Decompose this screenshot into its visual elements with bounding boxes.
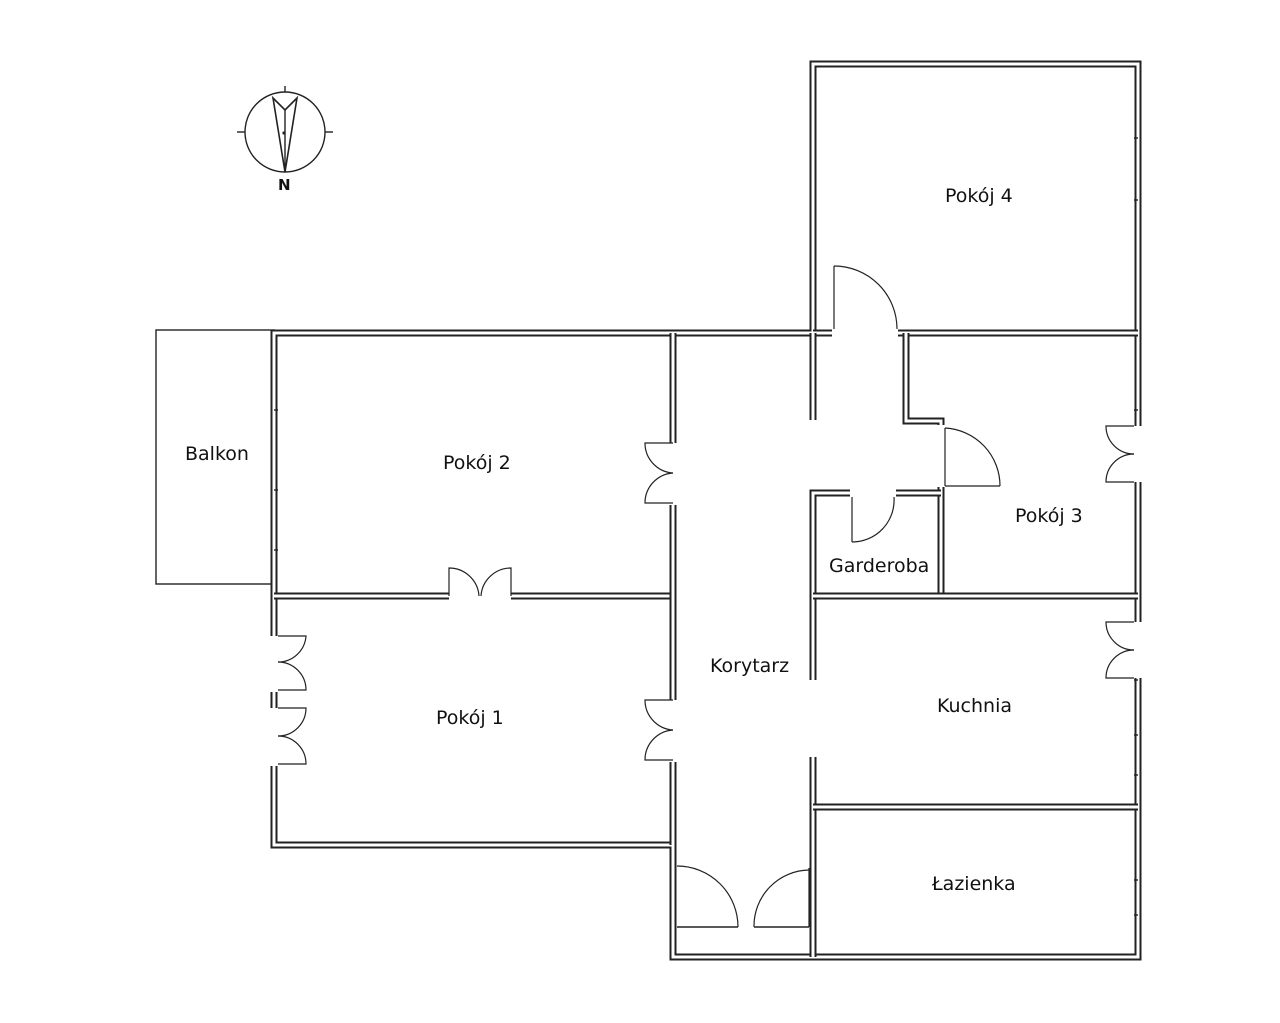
room-label-pokoj4: Pokój 4 (945, 185, 1013, 207)
room-label-balkon: Balkon (185, 443, 249, 465)
room-label-lazienka: Łazienka (931, 873, 1016, 895)
room-label-garderoba: Garderoba (829, 555, 929, 577)
room-label-kuchnia: Kuchnia (937, 695, 1012, 717)
north-arrow-icon (237, 86, 333, 173)
windows (274, 137, 1138, 916)
doors (270, 265, 1142, 928)
room-label-pokoj3: Pokój 3 (1015, 505, 1083, 527)
room-label-pokoj1: Pokój 1 (436, 707, 504, 729)
room-label-korytarz: Korytarz (710, 655, 789, 677)
room-label-pokoj2: Pokój 2 (443, 452, 511, 474)
compass-letter: N (278, 176, 291, 194)
